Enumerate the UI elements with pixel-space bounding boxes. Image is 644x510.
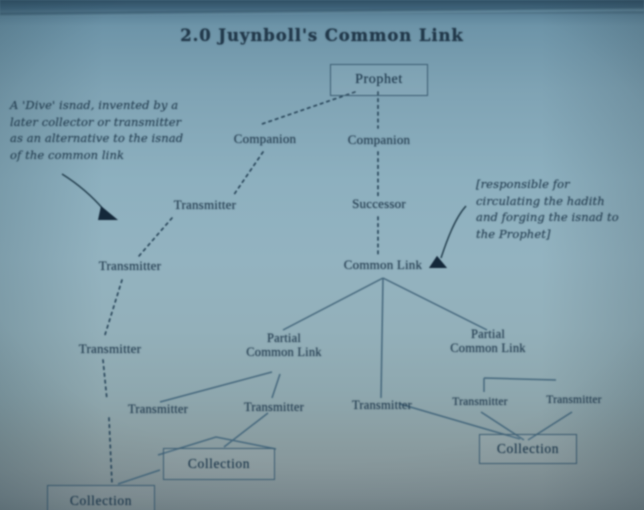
left-annotation: A 'Dive' isnad, invented by a later coll… <box>10 98 184 163</box>
node-transmitter-a: Transmitter <box>173 197 237 212</box>
edge-transmitter-b-to-transmitter-c <box>103 279 123 339</box>
node-companion-right: Companion <box>347 132 411 147</box>
common-link-arrowhead <box>429 256 447 268</box>
node-transmitter-r5: Transmitter <box>546 394 602 406</box>
node-transmitter-r3: Transmitter <box>351 398 413 412</box>
edge-collection-bottom-peak <box>117 469 161 485</box>
node-transmitter-r2: Transmitter <box>243 400 305 414</box>
edge-common-link-to-transmitter-r3 <box>380 277 384 399</box>
right-annotation: [responsible for circulating the hadith … <box>476 177 619 242</box>
slide-title: 2.0 Juynboll's Common Link <box>180 26 464 45</box>
node-common-link: Common Link <box>343 257 423 272</box>
edge-transmitter-c-to-transmitter-r1 <box>102 359 108 401</box>
node-companion-left: Companion <box>233 131 297 146</box>
node-partial-common-link-left: Partial Common Link <box>246 331 322 359</box>
edge-collection-mid-peak <box>157 436 277 456</box>
node-successor: Successor <box>352 196 406 211</box>
node-transmitter-r4: Transmitter <box>452 396 508 408</box>
node-transmitter-c: Transmitter <box>78 341 142 356</box>
left-annotation-arrowhead <box>98 206 118 220</box>
edge-transmitter-r4-to-collection-right <box>480 411 525 441</box>
edge-common-link-to-partial-right <box>382 277 488 331</box>
edge-transmitter-r1-to-collection-bottom <box>108 417 113 485</box>
edge-partial-right-bracket <box>483 377 557 392</box>
edge-transmitter-a-to-transmitter-b <box>138 217 173 257</box>
node-transmitter-r1: Transmitter <box>127 402 189 416</box>
edge-partial-left-to-transmitter-r1 <box>159 371 273 403</box>
node-prophet: Prophet <box>330 64 428 96</box>
edge-transmitter-r5-to-collection-right <box>527 411 573 441</box>
node-partial-common-link-right: Partial Common Link <box>450 327 526 355</box>
edge-partial-left-to-transmitter-r2 <box>271 373 281 399</box>
edge-transmitter-r3-to-collection-right <box>399 403 521 440</box>
edge-transmitter-r2-to-collection-mid <box>223 412 269 448</box>
right-annotation-pointer <box>440 205 467 259</box>
edge-common-link-to-partial-left <box>282 277 384 331</box>
edge-prophet-to-companion-left <box>261 91 356 125</box>
node-collection-right: Collection <box>479 434 577 464</box>
node-collection-mid: Collection <box>163 448 275 480</box>
node-transmitter-b: Transmitter <box>98 258 162 273</box>
edge-companion-left-to-transmitter-a <box>232 151 264 197</box>
node-collection-bottom: Collection <box>47 485 155 510</box>
